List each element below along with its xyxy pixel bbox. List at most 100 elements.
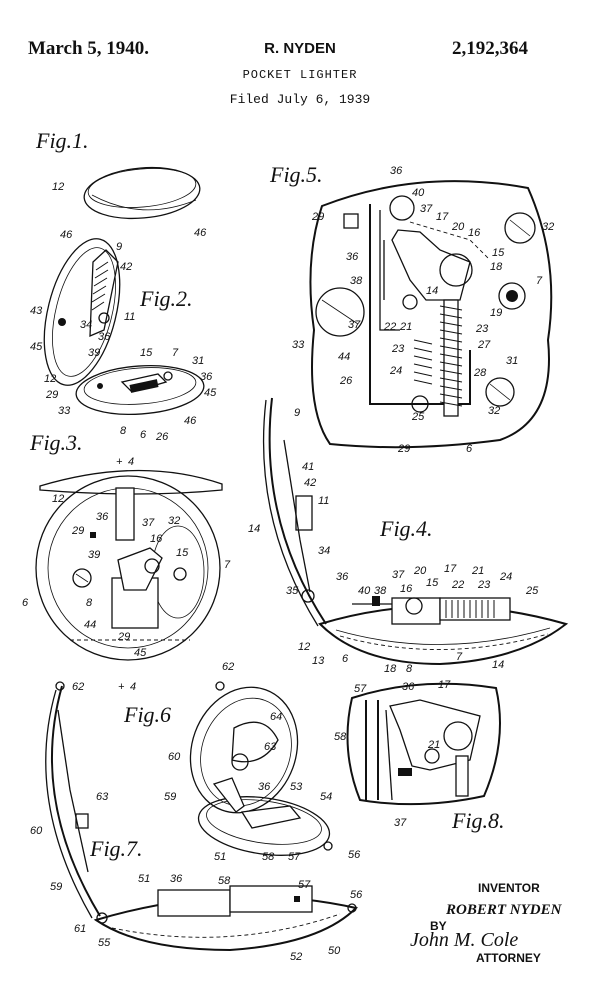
ref-numeral: 37 — [394, 817, 407, 829]
ref-numeral: 28 — [473, 367, 487, 379]
ref-numeral: 63 — [264, 741, 277, 753]
ref-numeral: 59 — [164, 791, 176, 803]
ref-numeral: 56 — [350, 889, 363, 901]
fuel-housing — [158, 890, 230, 916]
ref-numeral: 35 — [286, 585, 299, 597]
ref-numeral: 37 — [348, 319, 361, 331]
wick-tube-top — [390, 196, 414, 220]
ref-numeral: 26 — [339, 375, 353, 387]
ref-numeral: 51 — [214, 851, 226, 863]
ref-numeral: 18 — [490, 261, 503, 273]
pivot-block — [90, 532, 96, 538]
ref-numeral: 36 — [170, 873, 183, 885]
ref-numeral: 8 — [86, 597, 93, 609]
lever-bracket — [214, 778, 244, 812]
ref-numeral: 42 — [304, 477, 316, 489]
ref-numeral: 15 — [176, 547, 189, 559]
ref-numeral: 37 — [142, 517, 155, 529]
lid-hook — [56, 682, 64, 690]
figure-6: Fig.6 — [123, 672, 333, 863]
flint-spring — [92, 262, 108, 310]
base-hook — [324, 842, 332, 850]
ref-numeral: 56 — [348, 849, 361, 861]
flint-tube — [444, 300, 458, 416]
ref-numeral: 58 — [334, 731, 347, 743]
ref-numeral: 21 — [399, 321, 412, 333]
ref-numeral: 7 — [224, 559, 231, 571]
ref-numeral: 29 — [117, 631, 130, 643]
inventor-signature: ROBERT NYDEN — [445, 902, 563, 918]
ref-numeral: 36 — [346, 251, 359, 263]
spring-housing — [440, 598, 510, 620]
ref-numeral: 8 — [120, 425, 127, 437]
ref-numeral: 17 — [436, 211, 449, 223]
ref-numeral: 13 — [312, 655, 325, 667]
ref-numeral: 23 — [475, 323, 489, 335]
ref-numeral: 63 — [96, 791, 109, 803]
ref-numeral: 37 — [392, 569, 405, 581]
figure-8: Fig.8. — [348, 684, 505, 833]
ref-numeral: 43 — [30, 305, 43, 317]
ref-numeral: 29 — [311, 211, 324, 223]
ref-numeral: 9 — [294, 407, 300, 419]
section-line-top: + — [116, 456, 123, 468]
ref-numeral: 44 — [338, 351, 350, 363]
ref-numeral: 29 — [397, 443, 410, 455]
side-wall — [366, 700, 378, 800]
ref-numeral: 11 — [124, 311, 135, 323]
ref-numeral: 23 — [391, 343, 405, 355]
ref-numeral: 34 — [318, 545, 330, 557]
ref-numeral: 39 — [88, 347, 100, 359]
ref-numeral: 45 — [30, 341, 43, 353]
ref-numeral: 39 — [88, 549, 100, 561]
ref-numeral: 21 — [427, 739, 440, 751]
ref-numeral: 22 — [451, 579, 464, 591]
packing-line — [336, 628, 550, 645]
ref-numeral: 32 — [168, 515, 180, 527]
ref-numeral: 45 — [204, 387, 217, 399]
ref-numeral: 16 — [400, 583, 413, 595]
ref-numeral: 34 — [80, 319, 92, 331]
ref-numeral: 18 — [384, 663, 397, 675]
figure-label-7: Fig.7. — [89, 836, 143, 861]
figure-label-4: Fig.4. — [379, 516, 433, 541]
ref-numeral: 20 — [451, 221, 465, 233]
cap-shading — [92, 195, 196, 210]
base-screw-2 — [164, 372, 172, 380]
ref-numeral: 58 — [262, 851, 275, 863]
ref-numeral: 41 — [302, 461, 314, 473]
ref-numeral: 36 — [336, 571, 349, 583]
ref-numeral: 38 — [374, 585, 387, 597]
ref-numeral: 62 — [222, 661, 234, 673]
wick-cap — [294, 896, 300, 902]
hinge-strap — [116, 488, 134, 540]
base-screw — [97, 383, 103, 389]
cap-outline — [82, 163, 202, 223]
ref-numeral: 45 — [134, 647, 147, 659]
filler-cap-center — [506, 290, 518, 302]
ref-numeral: 62 — [72, 681, 84, 693]
figure-label-6: Fig.6 — [123, 702, 171, 727]
ref-numeral: 32 — [542, 221, 554, 233]
ref-numeral: 52 — [290, 951, 302, 963]
frame-inner — [380, 210, 400, 330]
ref-numeral: 24 — [389, 365, 402, 377]
ref-numeral: 12 — [44, 373, 56, 385]
ref-numeral: 7 — [456, 651, 463, 663]
lid-hook — [216, 682, 224, 690]
figure-7: Fig.7. — [46, 682, 356, 950]
ref-numeral: 33 — [58, 405, 71, 417]
lever-pivot — [403, 295, 417, 309]
rivet — [58, 318, 66, 326]
flint-sleeve — [296, 496, 312, 530]
figure-label-5: Fig.5. — [269, 162, 323, 187]
ref-numeral: 40 — [412, 187, 425, 199]
ref-numeral: 16 — [468, 227, 481, 239]
ref-numeral: 37 — [420, 203, 433, 215]
ref-numeral: 7 — [172, 347, 179, 359]
section-mark-top: 4 — [128, 456, 134, 468]
ref-numeral: 44 — [84, 619, 96, 631]
ref-numeral: 64 — [270, 711, 282, 723]
attorney-signature: John M. Cole — [410, 929, 518, 951]
